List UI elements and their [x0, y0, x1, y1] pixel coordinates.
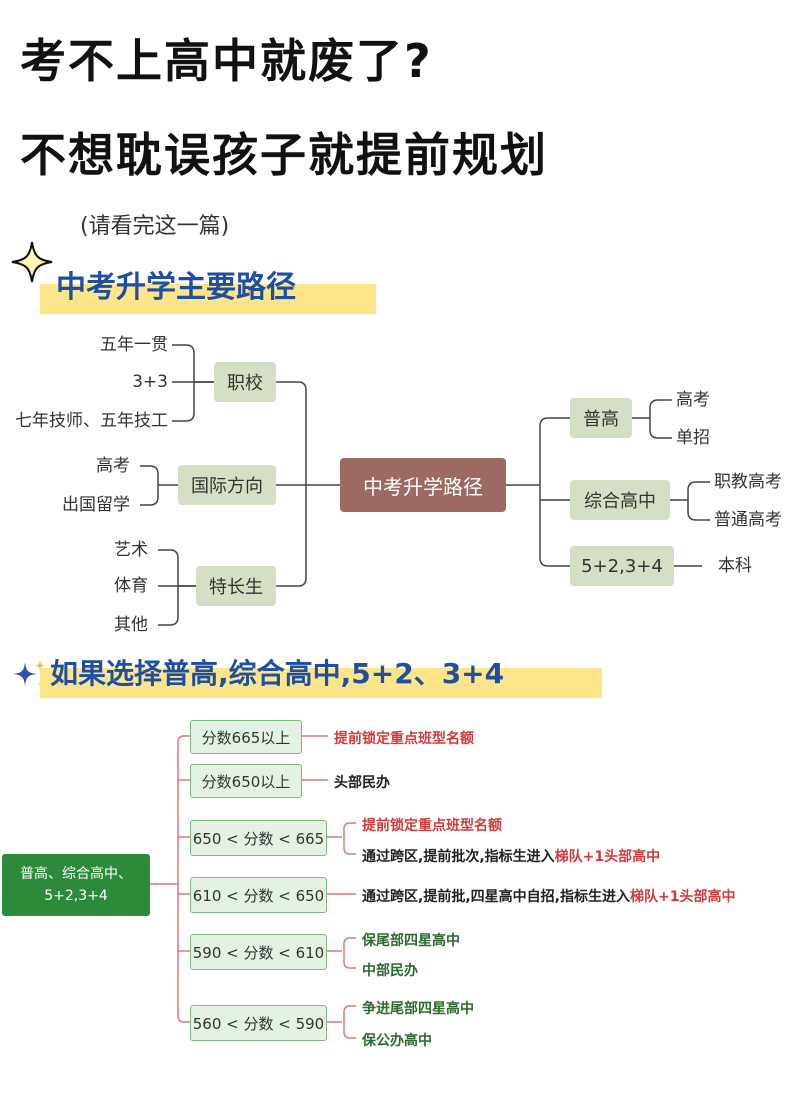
- node-5-2-3-4: 5+2,3+4: [570, 546, 674, 586]
- sparkle-icon: [11, 241, 53, 283]
- score-box: 590 < 分数 < 610: [190, 934, 327, 970]
- leaf-label: 高考: [676, 390, 710, 410]
- score-box: 650 < 分数 < 665: [190, 820, 327, 856]
- node-specialty: 特长生: [196, 566, 276, 606]
- score-root-node: 普高、综合高中、 5+2,3+4: [2, 854, 150, 916]
- subtitle: (请看完这一篇): [80, 214, 230, 239]
- leaf-label: 3+3: [132, 372, 168, 392]
- score-box: 560 < 分数 < 590: [190, 1005, 327, 1041]
- score-note: 通过跨区,提前批次,指标生进入梯队+1头部高中: [362, 846, 660, 866]
- score-note: 中部民办: [362, 963, 418, 979]
- leaf-label: 高考: [96, 456, 130, 476]
- score-box: 分数665以上: [190, 720, 302, 754]
- section1-highlight: [40, 284, 376, 314]
- score-note: 保尾部四星高中: [362, 933, 460, 949]
- leaf-label: 五年一贯: [100, 335, 168, 355]
- score-root-line2: 5+2,3+4: [44, 888, 108, 904]
- section2-heading: 如果选择普高,综合高中,5+2、3+4: [50, 657, 505, 690]
- score-note-part: 通过跨区,提前批,四星高中自招,指标生进入: [362, 889, 630, 905]
- score-note: 争进尾部四星高中: [362, 1001, 474, 1017]
- score-note-part: +1头部高中: [582, 849, 661, 865]
- leaf-label: 体育: [114, 576, 148, 596]
- leaf-label: 本科: [718, 556, 752, 576]
- score-note: 提前锁定重点班型名额: [362, 818, 502, 834]
- section1-connectors: [140, 344, 710, 626]
- leaf-label: 艺术: [114, 540, 148, 560]
- section2-highlight: [40, 668, 602, 698]
- leaf-label: 普通高考: [714, 510, 782, 530]
- section1-heading: 中考升学主要路径: [56, 270, 296, 305]
- score-box: 分数650以上: [190, 764, 302, 798]
- leaf-label: 其他: [114, 615, 148, 635]
- node-comprehensive-high: 综合高中: [570, 480, 670, 520]
- leaf-label: 七年技师、五年技工: [15, 411, 168, 431]
- score-note-part: 梯队+1头部高中: [629, 889, 736, 905]
- node-international: 国际方向: [178, 465, 276, 505]
- title-line-1: 考不上高中就废了?: [20, 34, 433, 88]
- title-line-2: 不想耽误孩子就提前规划: [20, 128, 548, 182]
- node-general-high: 普高: [570, 398, 632, 438]
- root-node: 中考升学路径: [340, 458, 506, 512]
- leaf-label: 单招: [676, 428, 710, 448]
- score-box: 610 < 分数 < 650: [190, 877, 327, 913]
- score-root-line1: 普高、综合高中、: [20, 866, 132, 882]
- score-note: 提前锁定重点班型名额: [334, 731, 474, 747]
- score-note: 保公办高中: [362, 1033, 432, 1049]
- score-note-part: 梯队: [554, 849, 583, 865]
- leaf-label: 职教高考: [714, 472, 782, 492]
- node-vocational: 职校: [214, 362, 276, 402]
- score-note-part: 通过跨区,提前批次,指标生进入: [362, 849, 555, 865]
- score-note: 头部民办: [334, 775, 390, 791]
- leaf-label: 出国留学: [62, 495, 130, 515]
- score-note: 通过跨区,提前批,四星高中自招,指标生进入梯队+1头部高中: [362, 886, 735, 906]
